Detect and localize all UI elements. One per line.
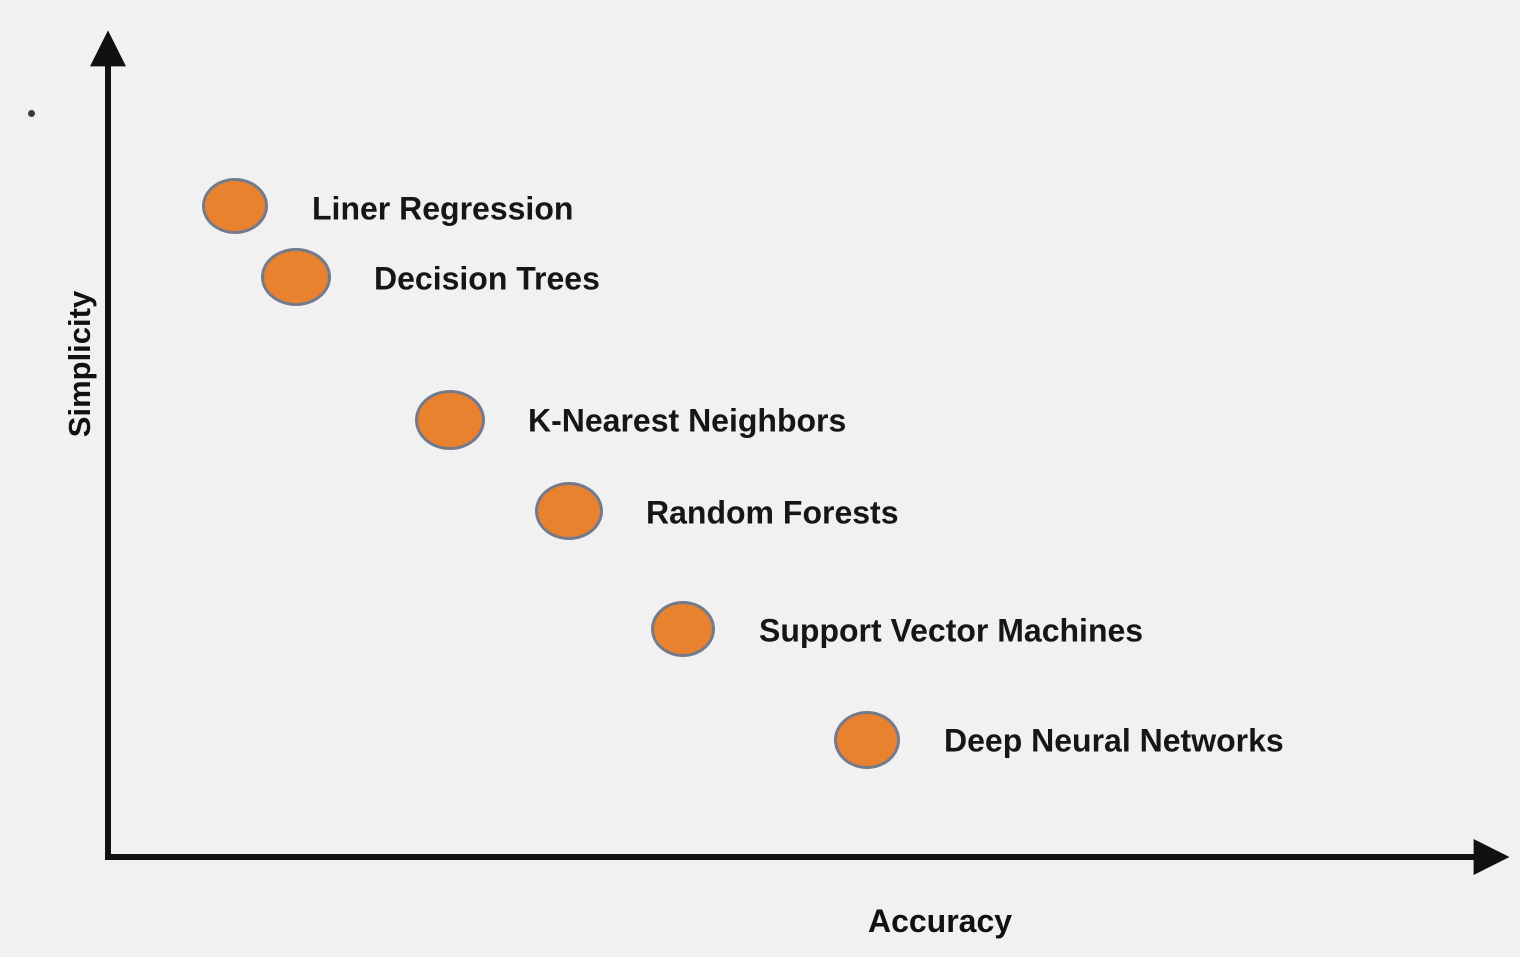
data-point-marker[interactable]: [834, 711, 900, 769]
data-point-label: Support Vector Machines: [759, 612, 1144, 649]
data-point-marker[interactable]: [261, 248, 331, 306]
y-axis-title: Simplicity: [62, 290, 97, 438]
data-point-marker[interactable]: [535, 482, 603, 540]
data-point-label: Random Forests: [646, 494, 899, 531]
stray-speck-mark: [28, 110, 35, 117]
x-axis-title: Accuracy: [867, 903, 1013, 939]
data-point-label: Liner Regression: [312, 190, 574, 227]
data-point-label: Deep Neural Networks: [944, 722, 1284, 759]
data-point-label: Decision Trees: [374, 260, 600, 297]
data-point-marker[interactable]: [651, 601, 715, 657]
data-point-label: K-Nearest Neighbors: [528, 402, 847, 439]
data-point-marker[interactable]: [202, 178, 268, 234]
data-point-marker[interactable]: [415, 390, 485, 450]
